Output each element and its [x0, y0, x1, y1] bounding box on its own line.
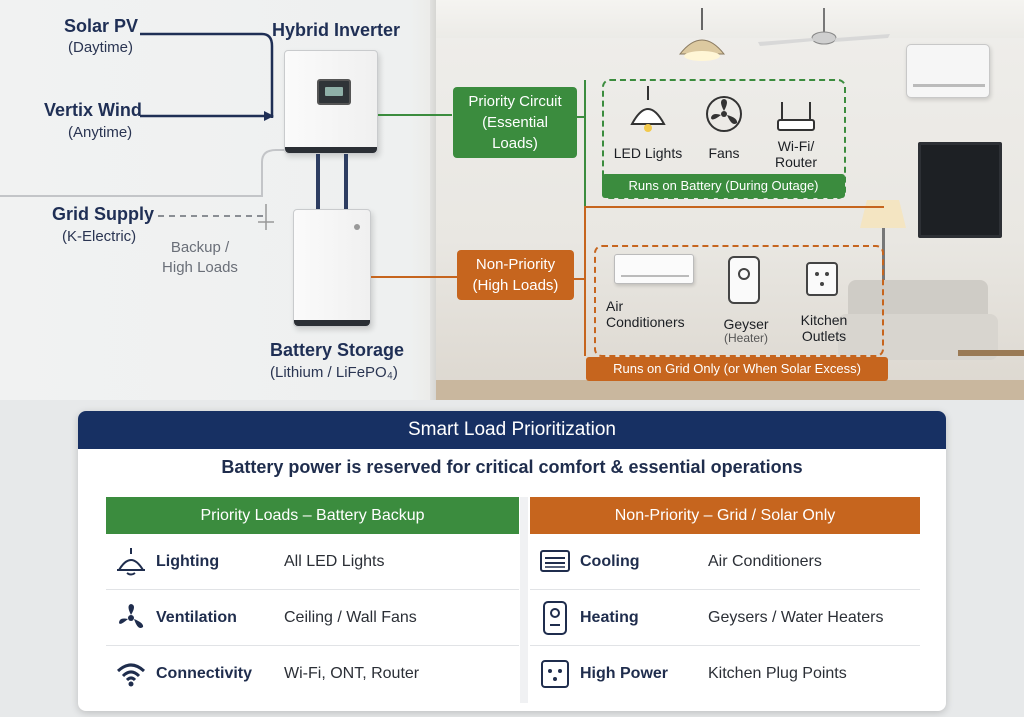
appliance-label: Wi-Fi/ Router: [774, 138, 818, 170]
dc-cable: [344, 154, 348, 212]
hybrid-inverter: [284, 50, 378, 154]
inverter-title: Hybrid Inverter: [272, 20, 401, 40]
nonpriority-bar: Runs on Grid Only (or When Solar Excess): [586, 357, 888, 381]
row-category: Ventilation: [156, 608, 237, 626]
row-description: All LED Lights: [284, 552, 385, 570]
source-wiring: [0, 32, 284, 230]
table-row: Heating Geysers / Water Heaters: [530, 590, 920, 646]
router-icon: [777, 102, 815, 131]
geyser-icon: [728, 256, 760, 304]
solar-pv-sub: (Daytime): [68, 39, 134, 56]
row-category: Connectivity: [156, 665, 253, 682]
battery-storage: [293, 209, 371, 327]
wind-sub: (Anytime): [68, 124, 133, 141]
outlet-icon: [806, 262, 838, 296]
priority-wire: [378, 114, 452, 116]
dc-cable: [316, 154, 320, 212]
ac-icon: [530, 549, 580, 574]
nonpriority-header: Non-Priority – Grid / Solar Only: [530, 497, 920, 534]
floor-lamp-icon: [860, 200, 906, 228]
appliance-label: Geyser: [723, 316, 769, 332]
wall-ac-unit: [906, 44, 990, 98]
priority-wire: [576, 116, 586, 118]
nonpriority-wire: [584, 206, 586, 356]
ceiling-fan-icon: [758, 8, 890, 46]
priority-wire: [584, 80, 586, 206]
ceiling-lamp-icon: [678, 8, 726, 61]
row-description: Geysers / Water Heaters: [708, 608, 884, 626]
load-prioritization-panel: Smart Load Prioritization Battery power …: [78, 411, 946, 711]
ceiling-lamp-icon: [106, 547, 156, 576]
nonpriority-zone: [594, 245, 884, 357]
backup-note: Backup /High Loads: [162, 239, 238, 276]
fan-icon: [106, 603, 156, 633]
solar-pv-title: Solar PV: [64, 16, 139, 36]
grid-sub: (K-Electric): [62, 228, 137, 245]
inverter-display: [317, 79, 351, 105]
heater-icon: [530, 600, 580, 635]
wall-corner: [430, 0, 436, 400]
priority-column: Priority Loads – Battery Backup Lighting…: [106, 497, 519, 703]
priority-header: Priority Loads – Battery Backup: [106, 497, 519, 534]
nonpriority-label: Non-Priority(High Loads): [457, 250, 574, 300]
row-description: Kitchen Plug Points: [708, 665, 847, 682]
side-table: [958, 350, 1024, 386]
row-category: Lighting: [156, 552, 220, 570]
table-row: Ventilation Ceiling / Wall Fans: [106, 590, 519, 646]
row-description: Ceiling / Wall Fans: [284, 608, 417, 626]
ceiling: [436, 0, 1024, 38]
row-category: High Power: [580, 665, 669, 682]
lamp-icon: [630, 86, 666, 132]
priority-circuit-label: Priority Circuit(Essential Loads): [453, 87, 577, 158]
nonpriority-wire: [574, 278, 586, 280]
tv-icon: [918, 142, 1002, 238]
table-row: High Power Kitchen Plug Points: [530, 646, 920, 702]
row-category: Heating: [580, 608, 639, 626]
row-description: Wi-Fi, ONT, Router: [284, 665, 420, 682]
appliance-label: Fans: [708, 145, 740, 161]
appliance-label: LED Lights: [613, 145, 683, 161]
ac-unit-icon: [614, 254, 694, 284]
appliance-label: Air Conditioners: [606, 298, 685, 330]
fan-icon: [706, 96, 742, 132]
table-row: Connectivity Wi-Fi, ONT, Router: [106, 646, 519, 702]
plug-icon: [530, 660, 580, 688]
row-category: Cooling: [580, 552, 640, 570]
appliance-sublabel: (Heater): [723, 331, 768, 345]
wifi-icon: [106, 661, 156, 687]
priority-zone: [602, 79, 846, 199]
row-description: Air Conditioners: [708, 552, 822, 570]
grid-title: Grid Supply: [52, 204, 155, 224]
floor: [436, 380, 1024, 400]
nonpriority-wire: [584, 206, 884, 208]
wind-title: Vertix Wind: [44, 100, 142, 120]
column-divider: [520, 497, 528, 703]
appliance-label: Kitchen Outlets: [800, 312, 848, 344]
nonpriority-column: Non-Priority – Grid / Solar Only Cooling…: [530, 497, 920, 703]
table-row: Lighting All LED Lights: [106, 534, 519, 590]
table-row: Cooling Air Conditioners: [530, 534, 920, 590]
nonpriority-wire: [371, 276, 457, 278]
panel-subtitle: Battery power is reserved for critical c…: [221, 457, 803, 477]
battery-sub: (Lithium / LiFePO₄): [270, 364, 398, 381]
system-illustration: Solar PV (Daytime) Vertix Wind (Anytime)…: [0, 0, 1024, 400]
battery-title: Battery Storage: [270, 340, 405, 360]
priority-bar: Runs on Battery (During Outage): [602, 174, 845, 198]
sofa-icon: [838, 280, 998, 370]
panel-title: Smart Load Prioritization: [78, 411, 946, 449]
